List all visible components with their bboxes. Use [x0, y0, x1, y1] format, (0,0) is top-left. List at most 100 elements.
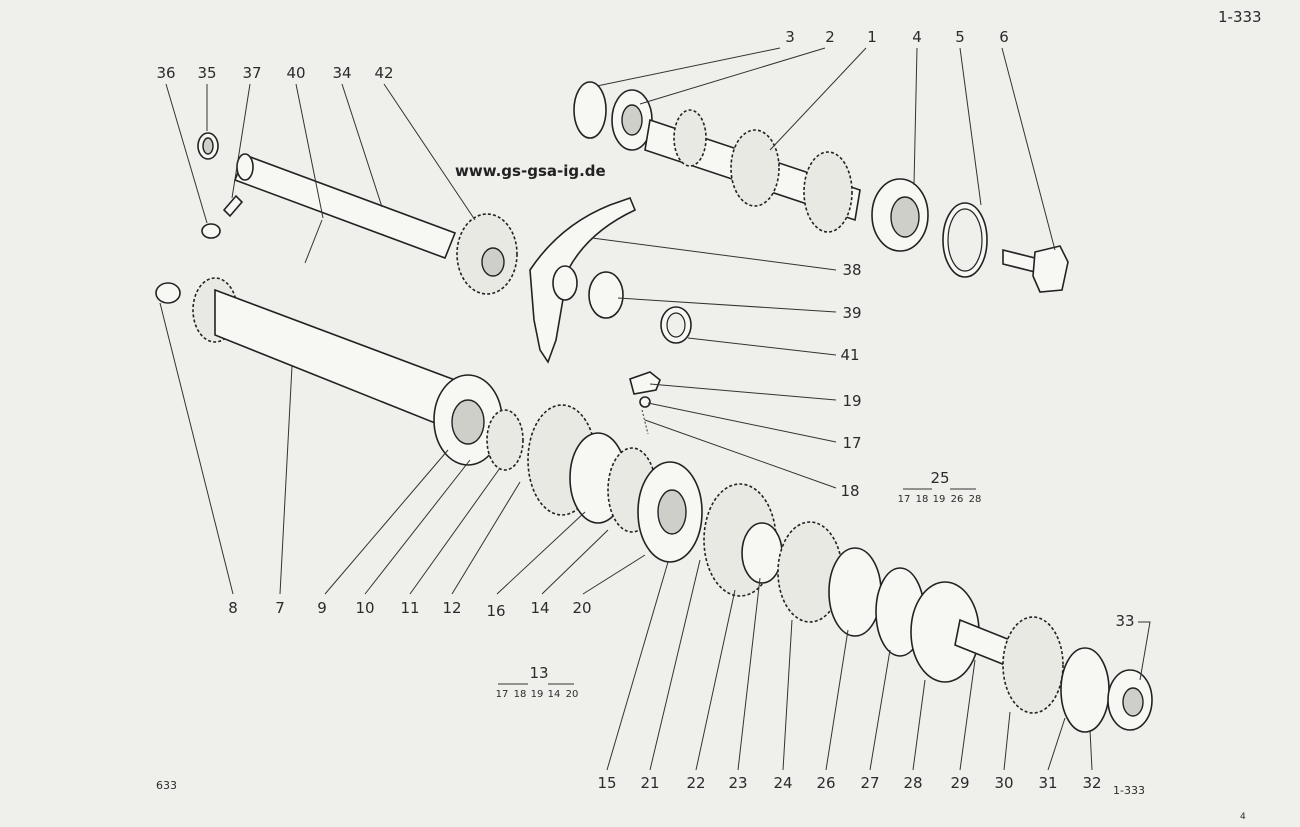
callout-6: 6 — [999, 28, 1009, 46]
leader-38 — [591, 237, 837, 271]
callout-28: 28 — [903, 774, 922, 792]
callout-20: 20 — [572, 599, 591, 617]
leader-40 — [295, 83, 324, 219]
shaft-end — [236, 153, 254, 181]
gear-cluster-b — [803, 151, 853, 233]
leader-33 — [1138, 621, 1151, 681]
callout-16: 16 — [486, 602, 505, 620]
selector-shaft-part-34 — [233, 153, 457, 260]
leader-11 — [409, 467, 501, 595]
leader-15 — [606, 561, 669, 771]
callout-11: 11 — [400, 599, 419, 617]
callout-37: 37 — [242, 64, 261, 82]
callout-40: 40 — [286, 64, 305, 82]
selector-shaft-group — [197, 132, 692, 435]
leader-1 — [769, 47, 867, 151]
callout-33: 33 — [1115, 612, 1134, 630]
ring-part-11 — [486, 409, 524, 471]
callout-12: 12 — [442, 599, 461, 617]
page-number: 4 — [1240, 812, 1246, 822]
callout-21: 21 — [640, 774, 659, 792]
ball-part-17 — [639, 396, 651, 408]
callout-38: 38 — [842, 261, 861, 279]
circlip-inner — [947, 208, 983, 272]
leader-18 — [644, 419, 837, 489]
callout-31: 31 — [1038, 774, 1057, 792]
assembly-component: 17 — [496, 689, 509, 700]
assembly-number: 13 — [529, 664, 548, 682]
assembly-component: 18 — [514, 689, 527, 700]
callout-8: 8 — [228, 599, 238, 617]
callout-15: 15 — [597, 774, 616, 792]
spring-part-39 — [588, 271, 624, 319]
callout-14: 14 — [530, 599, 549, 617]
leader-7 — [279, 365, 293, 595]
fork-eye — [552, 265, 578, 301]
spring-part-18 — [641, 409, 649, 435]
leader-34 — [341, 83, 383, 208]
leader-12 — [451, 481, 521, 595]
o-ring-hole — [202, 137, 214, 155]
callout-30: 30 — [994, 774, 1013, 792]
callout-26: 26 — [816, 774, 835, 792]
leader-3 — [596, 47, 781, 87]
leader-32 — [1089, 729, 1093, 771]
leader-37 — [231, 83, 251, 199]
callout-5: 5 — [955, 28, 965, 46]
callout-34: 34 — [332, 64, 351, 82]
bolt-head-part-6 — [1032, 245, 1069, 293]
leader-9 — [324, 449, 449, 595]
leader-26 — [825, 629, 849, 771]
leader-24 — [782, 619, 793, 771]
leader-14 — [541, 529, 609, 595]
leader-31 — [1047, 717, 1066, 771]
assembly-component: 14 — [548, 689, 561, 700]
callout-32: 32 — [1082, 774, 1101, 792]
assembly-note-13: 13 17 18 19 14 20 — [496, 664, 579, 700]
callout-4: 4 — [912, 28, 922, 46]
assembly-number: 25 — [930, 469, 949, 487]
leader-5 — [959, 47, 982, 206]
callout-7: 7 — [275, 599, 285, 617]
leader-28 — [912, 679, 926, 771]
callout-labels: 3 2 1 4 5 6 36 35 37 40 34 42 38 39 41 1… — [156, 28, 1134, 792]
leader-16 — [496, 511, 586, 595]
mainshaft-part-7 — [214, 288, 457, 427]
leader-41 — [687, 337, 837, 356]
callout-39: 39 — [842, 304, 861, 322]
leader-19 — [649, 383, 837, 401]
ring-41-hole — [666, 312, 686, 338]
callout-23: 23 — [728, 774, 747, 792]
leader-4 — [913, 47, 918, 186]
leader-22 — [695, 589, 736, 771]
leader-8 — [159, 302, 234, 595]
assembly-component: 26 — [951, 494, 964, 505]
callout-17: 17 — [842, 434, 861, 452]
website-watermark: www.gs-gsa-ig.de — [455, 162, 606, 180]
pin-part-40 — [304, 219, 323, 264]
assembly-component: 19 — [933, 494, 946, 505]
figure-number: 633 — [156, 779, 177, 792]
mainshaft-assembly — [155, 277, 1153, 733]
leader-lines — [159, 47, 1151, 771]
page-reference: 1-333 — [1218, 8, 1262, 26]
callout-3: 3 — [785, 28, 795, 46]
callout-36: 36 — [156, 64, 175, 82]
callout-18: 18 — [840, 482, 859, 500]
leader-17 — [647, 402, 837, 443]
assembly-component: 18 — [916, 494, 929, 505]
leader-23 — [737, 577, 761, 771]
gear-42-hub — [481, 247, 505, 277]
detent-part-19 — [629, 371, 661, 395]
callout-9: 9 — [317, 599, 327, 617]
callout-42: 42 — [374, 64, 393, 82]
leader-30 — [1003, 711, 1011, 771]
assembly-component: 28 — [969, 494, 982, 505]
gear-part-30 — [1002, 616, 1064, 714]
leader-27 — [869, 649, 891, 771]
bearing-inner — [890, 196, 920, 238]
synchro-part-26 — [828, 547, 882, 637]
callout-41: 41 — [840, 346, 859, 364]
